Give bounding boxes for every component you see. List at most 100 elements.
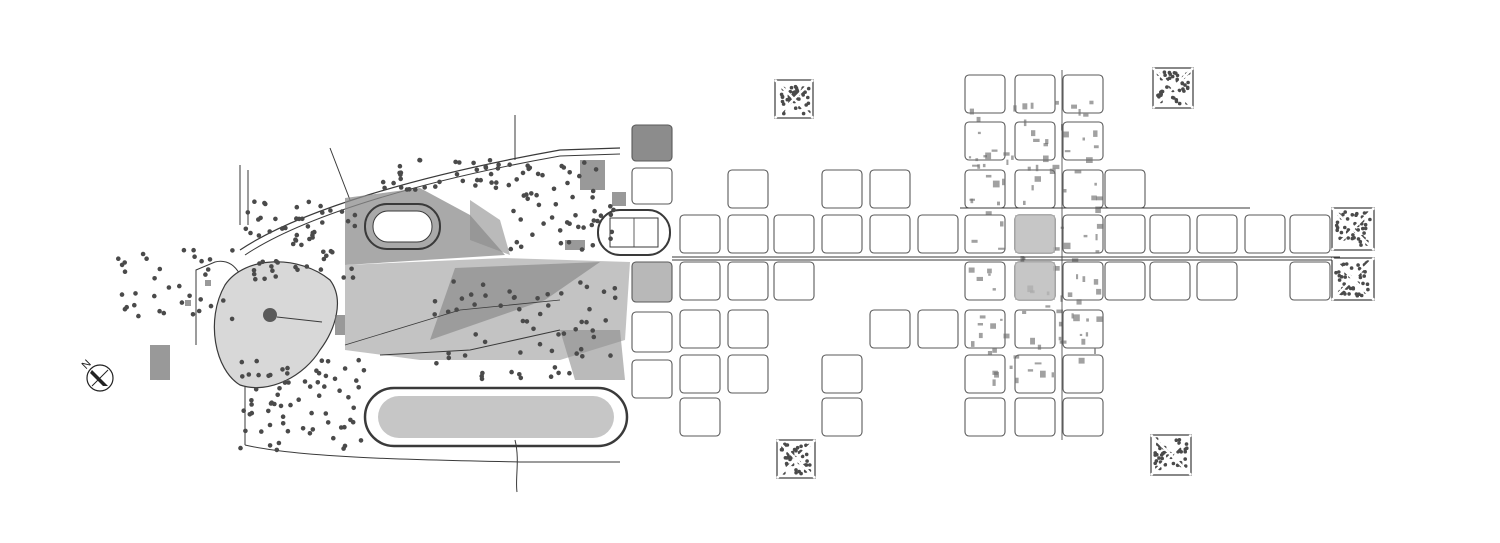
tree [590,243,596,248]
tree [321,256,327,262]
tree-square [774,79,814,119]
tree [1177,438,1182,442]
tree [356,385,362,390]
city-block [964,121,1006,161]
tree [268,372,273,378]
tree [247,412,253,417]
tree [1343,210,1347,214]
tree-square-path [1152,67,1194,109]
tree [331,435,336,441]
town-square [1015,262,1055,300]
tree [493,185,499,191]
tree [253,276,258,282]
tree [1175,77,1179,82]
tree [1351,233,1355,237]
tree [612,295,618,301]
tree [495,166,501,171]
tree [468,292,474,297]
tree [306,199,312,205]
town-building [1073,314,1080,322]
tree [1344,262,1349,266]
city-block [964,214,1006,254]
tree [591,218,597,223]
tree [307,431,313,436]
tree [304,264,310,269]
tree [258,215,263,221]
tree [294,204,300,210]
tree [531,326,536,332]
town-building [1043,155,1049,163]
town-building [1095,234,1098,241]
city-block [727,214,769,254]
town-building [991,149,998,152]
tree [788,457,792,462]
town-building [1064,150,1071,153]
tree [251,271,257,277]
tree [354,378,359,383]
tree [1186,80,1190,85]
city-block [631,261,673,303]
town-building [978,332,983,339]
tree [540,172,545,178]
town-building [1020,256,1025,263]
town-building [1000,221,1004,227]
tree [489,180,494,185]
tree [196,308,202,314]
tree [1342,282,1346,286]
town-building [972,164,979,167]
tree [238,445,243,451]
tree [413,187,418,192]
tree [293,237,298,242]
tree [788,89,793,94]
town-building [1052,164,1060,170]
tree [157,308,162,314]
town-building [1045,139,1049,144]
tree [1337,278,1342,282]
tree-square [776,439,816,479]
tree [1361,226,1365,231]
tree [1159,93,1163,97]
town-building [1030,337,1035,345]
city-block [821,354,863,394]
tree [511,208,516,214]
tree [1339,230,1344,235]
town-building [1091,195,1097,201]
city-block [679,309,721,349]
tree [339,209,345,214]
town-building [1013,355,1020,359]
tree [323,411,329,416]
tree [457,160,462,165]
tree [307,384,313,389]
tree [310,235,315,240]
city-block [1014,397,1056,437]
town-building [1093,130,1098,137]
tree [579,319,584,325]
tree [256,233,262,238]
tree [321,249,326,255]
tree [1157,456,1161,460]
tree [611,207,616,213]
tree [593,167,599,172]
city-block [679,261,721,301]
tree [320,210,325,215]
town-building [992,370,998,375]
tree [267,443,273,448]
town-building [1078,357,1085,364]
city-block [631,359,673,399]
town-building [1053,266,1060,271]
tree [246,372,252,377]
tree [205,267,211,272]
tree [280,421,286,426]
tree [124,304,129,310]
town-building [1093,279,1099,285]
tree [280,367,285,372]
tree [161,310,167,316]
city-block [869,309,911,349]
town-building [1009,365,1013,369]
park-building [580,160,605,190]
tree [230,248,235,253]
town-building [992,348,997,353]
tree [1351,286,1355,290]
tree [1347,292,1351,296]
park-area [116,115,671,493]
